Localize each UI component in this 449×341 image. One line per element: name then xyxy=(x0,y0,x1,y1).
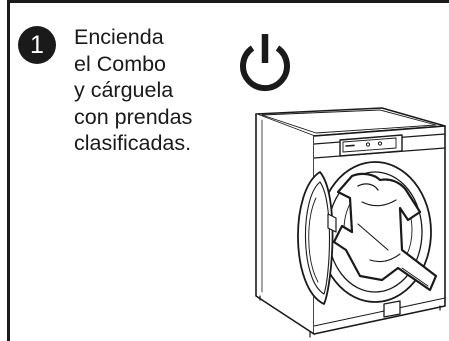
instruction-line-5: clasificadas. xyxy=(74,131,192,155)
control-panel-display xyxy=(339,134,403,157)
instruction-line-3: y cárguela xyxy=(74,78,174,102)
instruction-line-4: con prendas xyxy=(74,104,193,129)
filter-door xyxy=(383,300,401,318)
washer-door xyxy=(297,171,337,305)
clothes-icon xyxy=(332,172,438,292)
instruction-line-2: el Combo xyxy=(74,51,167,76)
step-frame xyxy=(7,0,449,341)
instruction-line-1: Encienda xyxy=(74,25,164,49)
step-number: 1 xyxy=(30,31,44,59)
step-number-badge: 1 xyxy=(18,26,56,64)
washer-dryer-illustration xyxy=(255,107,446,338)
power-icon xyxy=(240,34,290,92)
step-instruction: Encienda el Combo y cárguela con prendas… xyxy=(74,24,244,157)
